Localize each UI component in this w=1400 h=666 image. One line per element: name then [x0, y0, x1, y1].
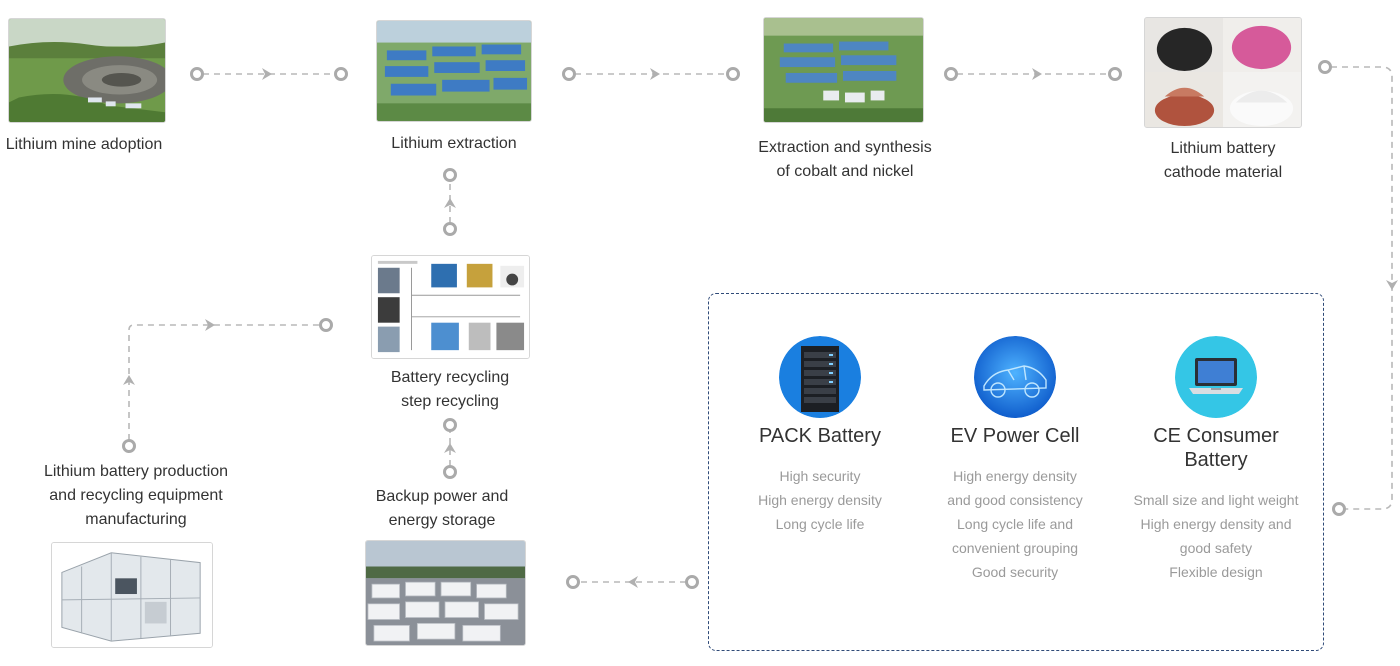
- ev-power-cell-feature: High energy density: [953, 468, 1077, 484]
- laptop-icon: [1175, 336, 1257, 418]
- product-ev-power-cell: EV Power Cell High energy density and go…: [920, 336, 1110, 584]
- cobalt-nickel-label-line-2: of cobalt and nickel: [776, 163, 914, 180]
- ev-power-cell-feature: and good consistency: [947, 492, 1083, 508]
- equipment-manufacturing-photo: [51, 542, 213, 648]
- ev-power-cell-features: High energy density and good consistency…: [920, 464, 1110, 584]
- ce-consumer-battery-feature: Flexible design: [1169, 564, 1263, 580]
- lithium-extraction-label-line: Lithium extraction: [391, 135, 517, 152]
- product-ce-consumer-battery: CE Consumer Battery Small size and light…: [1121, 336, 1311, 584]
- ev-power-cell-title: EV Power Cell: [920, 424, 1110, 448]
- lithium-mine-photo: [8, 18, 166, 123]
- equipment-manufacturing-label: Lithium battery production and recycling…: [20, 460, 252, 532]
- pack-battery-title-line: PACK Battery: [759, 425, 881, 447]
- pack-battery-feature: High energy density: [758, 492, 882, 508]
- battery-recycling-label-line-2: step recycling: [401, 393, 499, 410]
- pack-battery-feature: High security: [779, 468, 861, 484]
- ce-consumer-battery-features: Small size and light weight High energy …: [1121, 488, 1311, 584]
- cathode-material-label-line-2: cathode material: [1163, 164, 1283, 181]
- backup-power-label-line-1: Backup power and: [375, 488, 509, 505]
- server-rack-icon: [779, 336, 861, 418]
- ce-consumer-battery-feature: Small size and light weight: [1133, 492, 1299, 508]
- ce-consumer-battery-title: CE Consumer Battery: [1121, 424, 1311, 472]
- battery-recycling-label: Battery recycling step recycling: [340, 366, 560, 414]
- ce-consumer-battery-feature: good safety: [1179, 540, 1253, 556]
- equipment-label-line-3: manufacturing: [85, 511, 187, 528]
- ce-consumer-battery-title-line-2: Battery: [1184, 449, 1248, 471]
- lithium-mine-label: Lithium mine adoption: [0, 133, 188, 157]
- equipment-label-line-1: Lithium battery production: [43, 463, 229, 480]
- lithium-mine-label-line: Lithium mine adoption: [5, 136, 163, 153]
- ev-power-cell-feature: convenient grouping: [951, 540, 1079, 556]
- ce-consumer-battery-feature: High energy density and: [1140, 516, 1292, 532]
- backup-power-label: Backup power and energy storage: [340, 485, 544, 533]
- pack-battery-feature: Long cycle life: [775, 516, 865, 532]
- battery-recycling-photo: [371, 255, 530, 359]
- backup-power-label-line-2: energy storage: [388, 512, 496, 529]
- pack-battery-features: High security High energy density Long c…: [725, 464, 915, 536]
- ev-power-cell-feature: Long cycle life and: [957, 516, 1073, 532]
- ce-consumer-battery-title-line-1: CE Consumer: [1153, 425, 1279, 447]
- products-box: PACK Battery High security High energy d…: [708, 293, 1324, 651]
- battery-recycling-label-line-1: Battery recycling: [390, 369, 510, 386]
- pack-battery-title: PACK Battery: [725, 424, 915, 448]
- electric-car-icon: [974, 336, 1056, 418]
- product-pack-battery: PACK Battery High security High energy d…: [725, 336, 915, 536]
- cathode-material-photo: [1144, 17, 1302, 128]
- cathode-material-label-line-1: Lithium battery: [1170, 140, 1276, 157]
- lithium-extraction-photo: [376, 20, 532, 122]
- cobalt-nickel-photo: [763, 17, 924, 123]
- cathode-material-label: Lithium battery cathode material: [1110, 137, 1336, 185]
- ev-power-cell-feature: Good security: [971, 564, 1059, 580]
- equipment-label-line-2: and recycling equipment: [49, 487, 223, 504]
- lithium-extraction-label: Lithium extraction: [340, 132, 568, 156]
- ev-power-cell-title-line: EV Power Cell: [950, 425, 1080, 447]
- cobalt-nickel-label: Extraction and synthesis of cobalt and n…: [730, 136, 960, 184]
- backup-power-photo: [365, 540, 526, 646]
- cobalt-nickel-label-line-1: Extraction and synthesis: [758, 139, 932, 156]
